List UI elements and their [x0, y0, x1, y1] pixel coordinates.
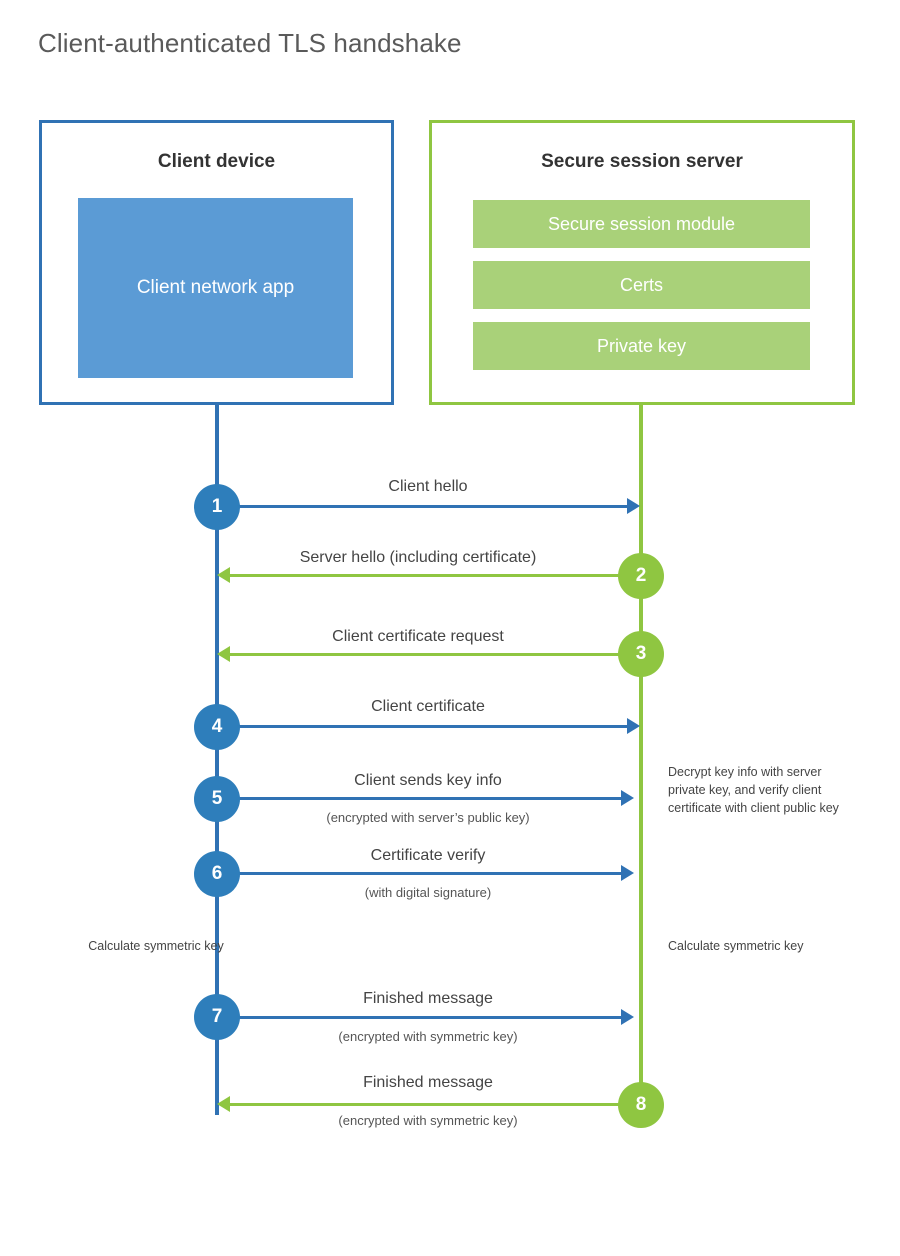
step-1-circle[interactable]: 1 [194, 484, 240, 530]
step-5-label: Client sends key info [354, 772, 502, 789]
secure-session-server-box: Secure session server Secure session mod… [429, 120, 855, 405]
server-module-certs: Certs [473, 261, 810, 309]
step-6-sublabel: (with digital signature) [364, 885, 492, 900]
secure-session-server-title: Secure session server [541, 151, 743, 172]
step-1-arrow-line [217, 505, 627, 508]
step-6-circle[interactable]: 6 [194, 851, 240, 897]
step-6-arrow-head [621, 865, 634, 881]
step-5-circle[interactable]: 5 [194, 776, 240, 822]
step-8-arrow-line [230, 1103, 620, 1106]
step-3-arrow-head [217, 646, 230, 662]
step-4-circle[interactable]: 4 [194, 704, 240, 750]
server-module-private-key: Private key [473, 322, 810, 370]
client-device-title: Client device [157, 151, 276, 172]
step-3-circle[interactable]: 3 [618, 631, 664, 677]
client-network-app-block: Client network app [78, 198, 353, 378]
step-2-arrow-line [230, 574, 620, 577]
step-7-arrow-head [621, 1009, 634, 1025]
step-1-arrow-head [627, 498, 640, 514]
step-8-arrow-head [217, 1096, 230, 1112]
client-lifeline [215, 403, 219, 1115]
step-7-circle[interactable]: 7 [194, 994, 240, 1040]
server-module-secure-session-module: Secure session module [473, 200, 810, 248]
step-4-label: Client certificate [371, 698, 485, 715]
step-8-label: Finished message [363, 1074, 493, 1091]
step-5-arrow-line [217, 797, 621, 800]
step-6-label: Certificate verify [370, 847, 486, 864]
client-calculate-symmetric-key-note: Calculate symmetric key [88, 939, 224, 953]
server-calculate-symmetric-key-note: Calculate symmetric key [668, 939, 804, 953]
step-5-sublabel: (encrypted with server’s public key) [326, 810, 530, 825]
step-4-arrow-line [217, 725, 627, 728]
server-module-list: Secure session module Certs Private key [473, 200, 810, 370]
step-5-arrow-head [621, 790, 634, 806]
step-7-label: Finished message [363, 990, 493, 1007]
step-3-label: Client certificate request [332, 628, 504, 645]
client-device-box: Client device Client network app [39, 120, 394, 405]
step-4-arrow-head [627, 718, 640, 734]
server-lifeline [639, 403, 643, 1105]
page-title: Client-authenticated TLS handshake [38, 28, 462, 58]
step-7-sublabel: (encrypted with symmetric key) [338, 1029, 518, 1044]
step-7-arrow-line [217, 1016, 621, 1019]
step-2-arrow-head [217, 567, 230, 583]
step-2-label: Server hello (including certificate) [299, 549, 537, 566]
step-8-circle[interactable]: 8 [618, 1082, 664, 1128]
server-decrypt-note: Decrypt key info with server private key… [668, 765, 839, 816]
step-8-sublabel: (encrypted with symmetric key) [338, 1113, 518, 1128]
step-1-label: Client hello [388, 478, 468, 495]
step-2-circle[interactable]: 2 [618, 553, 664, 599]
step-3-arrow-line [230, 653, 620, 656]
step-6-arrow-line [217, 872, 621, 875]
